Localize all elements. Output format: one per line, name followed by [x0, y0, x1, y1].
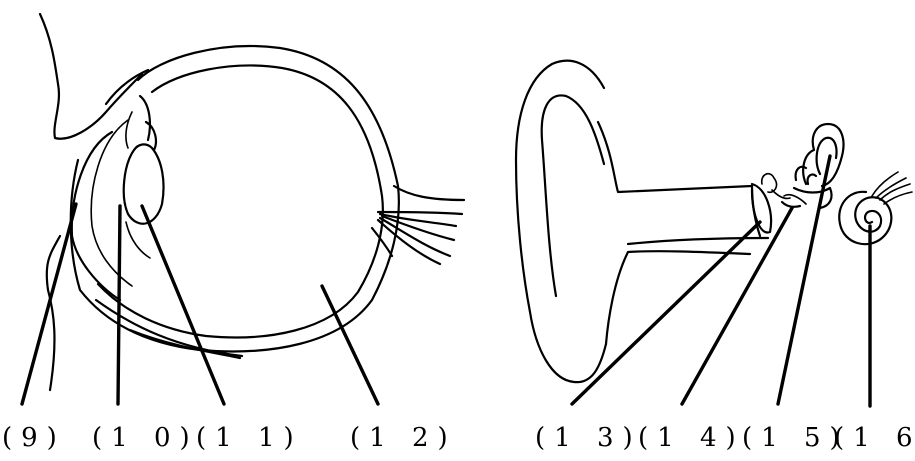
iris-upper [126, 112, 132, 148]
ossicle-stapes [782, 202, 800, 207]
ciliary-body [140, 96, 156, 150]
label-10: (1 0) [92, 423, 199, 453]
lobule [606, 251, 750, 344]
auditory-nerve [872, 172, 912, 204]
label-11: (1 1) [196, 423, 303, 453]
concha [598, 122, 752, 192]
leader-11 [142, 206, 224, 404]
auricle-outer [516, 61, 606, 382]
cornea [72, 132, 120, 300]
eyeball-inner-wall [98, 65, 383, 337]
helix-fold [542, 95, 604, 296]
label-14: (1 4) [638, 423, 745, 453]
labels: (9) (1 0) (1 1) (1 2) (1 3) (1 4) (1 5) … [2, 423, 915, 453]
label-12: (1 2) [350, 423, 457, 453]
cochlea [839, 192, 891, 244]
leader-10 [118, 206, 120, 404]
label-9: (9) [2, 423, 66, 453]
label-16: (1 6) [834, 423, 915, 453]
semicircular-canals [796, 124, 844, 186]
optic-nerve [372, 186, 464, 264]
leader-lines [22, 156, 870, 406]
ear-canal-lower [628, 238, 768, 244]
leader-9 [22, 204, 76, 404]
cheek-contour [47, 236, 60, 390]
iris-lower [126, 222, 150, 258]
label-15: (1 5) [742, 423, 849, 453]
ear-drawing [516, 61, 912, 382]
eye-drawing [40, 14, 464, 390]
ossicles [762, 174, 806, 204]
leader-15 [778, 156, 830, 404]
label-13: (1 3) [535, 423, 642, 453]
